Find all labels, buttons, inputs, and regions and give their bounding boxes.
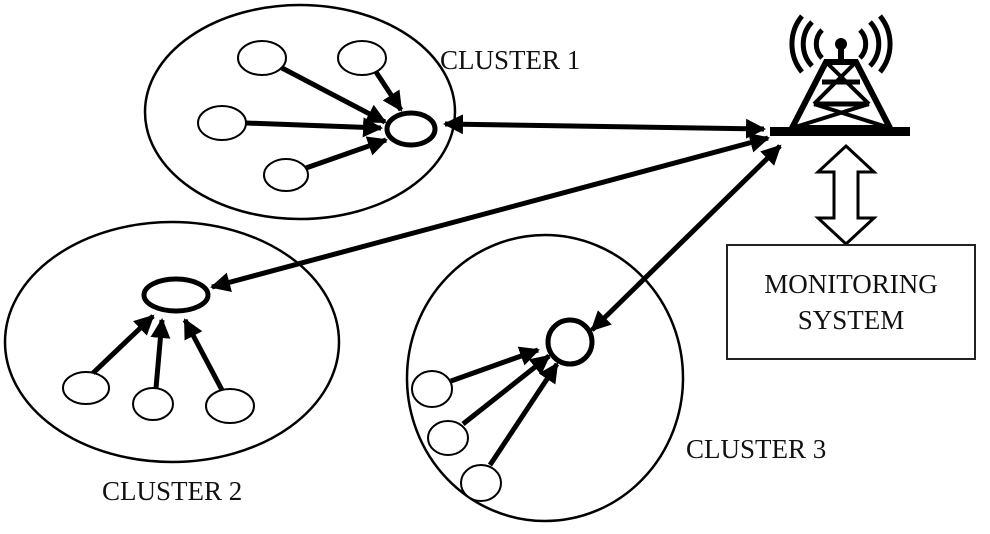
cluster-1 (143, 3, 457, 221)
cluster-3-member-node (411, 370, 453, 408)
cluster-1-link (305, 136, 388, 171)
cluster-3 (405, 233, 685, 523)
link-cluster-1-base (443, 114, 766, 139)
cluster-1-member-node (337, 40, 387, 76)
double-arrow-icon (814, 143, 878, 247)
link-cluster-3-base (590, 144, 782, 332)
monitoring-system-line-2: SYSTEM (797, 305, 905, 335)
cluster-1-member-node (263, 158, 309, 192)
cluster-1-head-node (384, 110, 438, 148)
cluster-1-link (373, 70, 404, 112)
cluster-1-label: CLUSTER 1 (440, 45, 581, 75)
cluster-2-label: CLUSTER 2 (102, 476, 243, 506)
cluster-3-member-node (460, 464, 502, 502)
cluster-2-boundary (3, 220, 341, 464)
cluster-1-link (280, 65, 387, 125)
monitoring-system-line-1: MONITORING (764, 268, 938, 299)
cluster-1-member-node (197, 105, 247, 141)
cluster-2 (3, 220, 341, 464)
cluster-3-label: CLUSTER 3 (686, 434, 827, 464)
cluster-3-member-node (427, 420, 469, 456)
cluster-2-head-node (141, 276, 211, 314)
radio-tower-icon (770, 14, 910, 136)
cluster-3-link (450, 346, 540, 384)
cluster-3-link (461, 354, 551, 426)
cluster-2-link (91, 314, 155, 375)
cluster-2-member-node (132, 387, 174, 421)
base-station-links (210, 114, 782, 332)
cluster-2-member-node (62, 371, 110, 405)
cluster-3-link (487, 362, 560, 467)
monitoring-system-box: MONITORING SYSTEM (726, 244, 976, 360)
cluster-3-head-node (545, 317, 595, 367)
cluster-1-member-node (237, 40, 287, 76)
cluster-2-link (150, 318, 171, 389)
cluster-2-link (182, 318, 225, 392)
cluster-2-member-node (205, 388, 255, 424)
cluster-1-link (245, 117, 383, 138)
